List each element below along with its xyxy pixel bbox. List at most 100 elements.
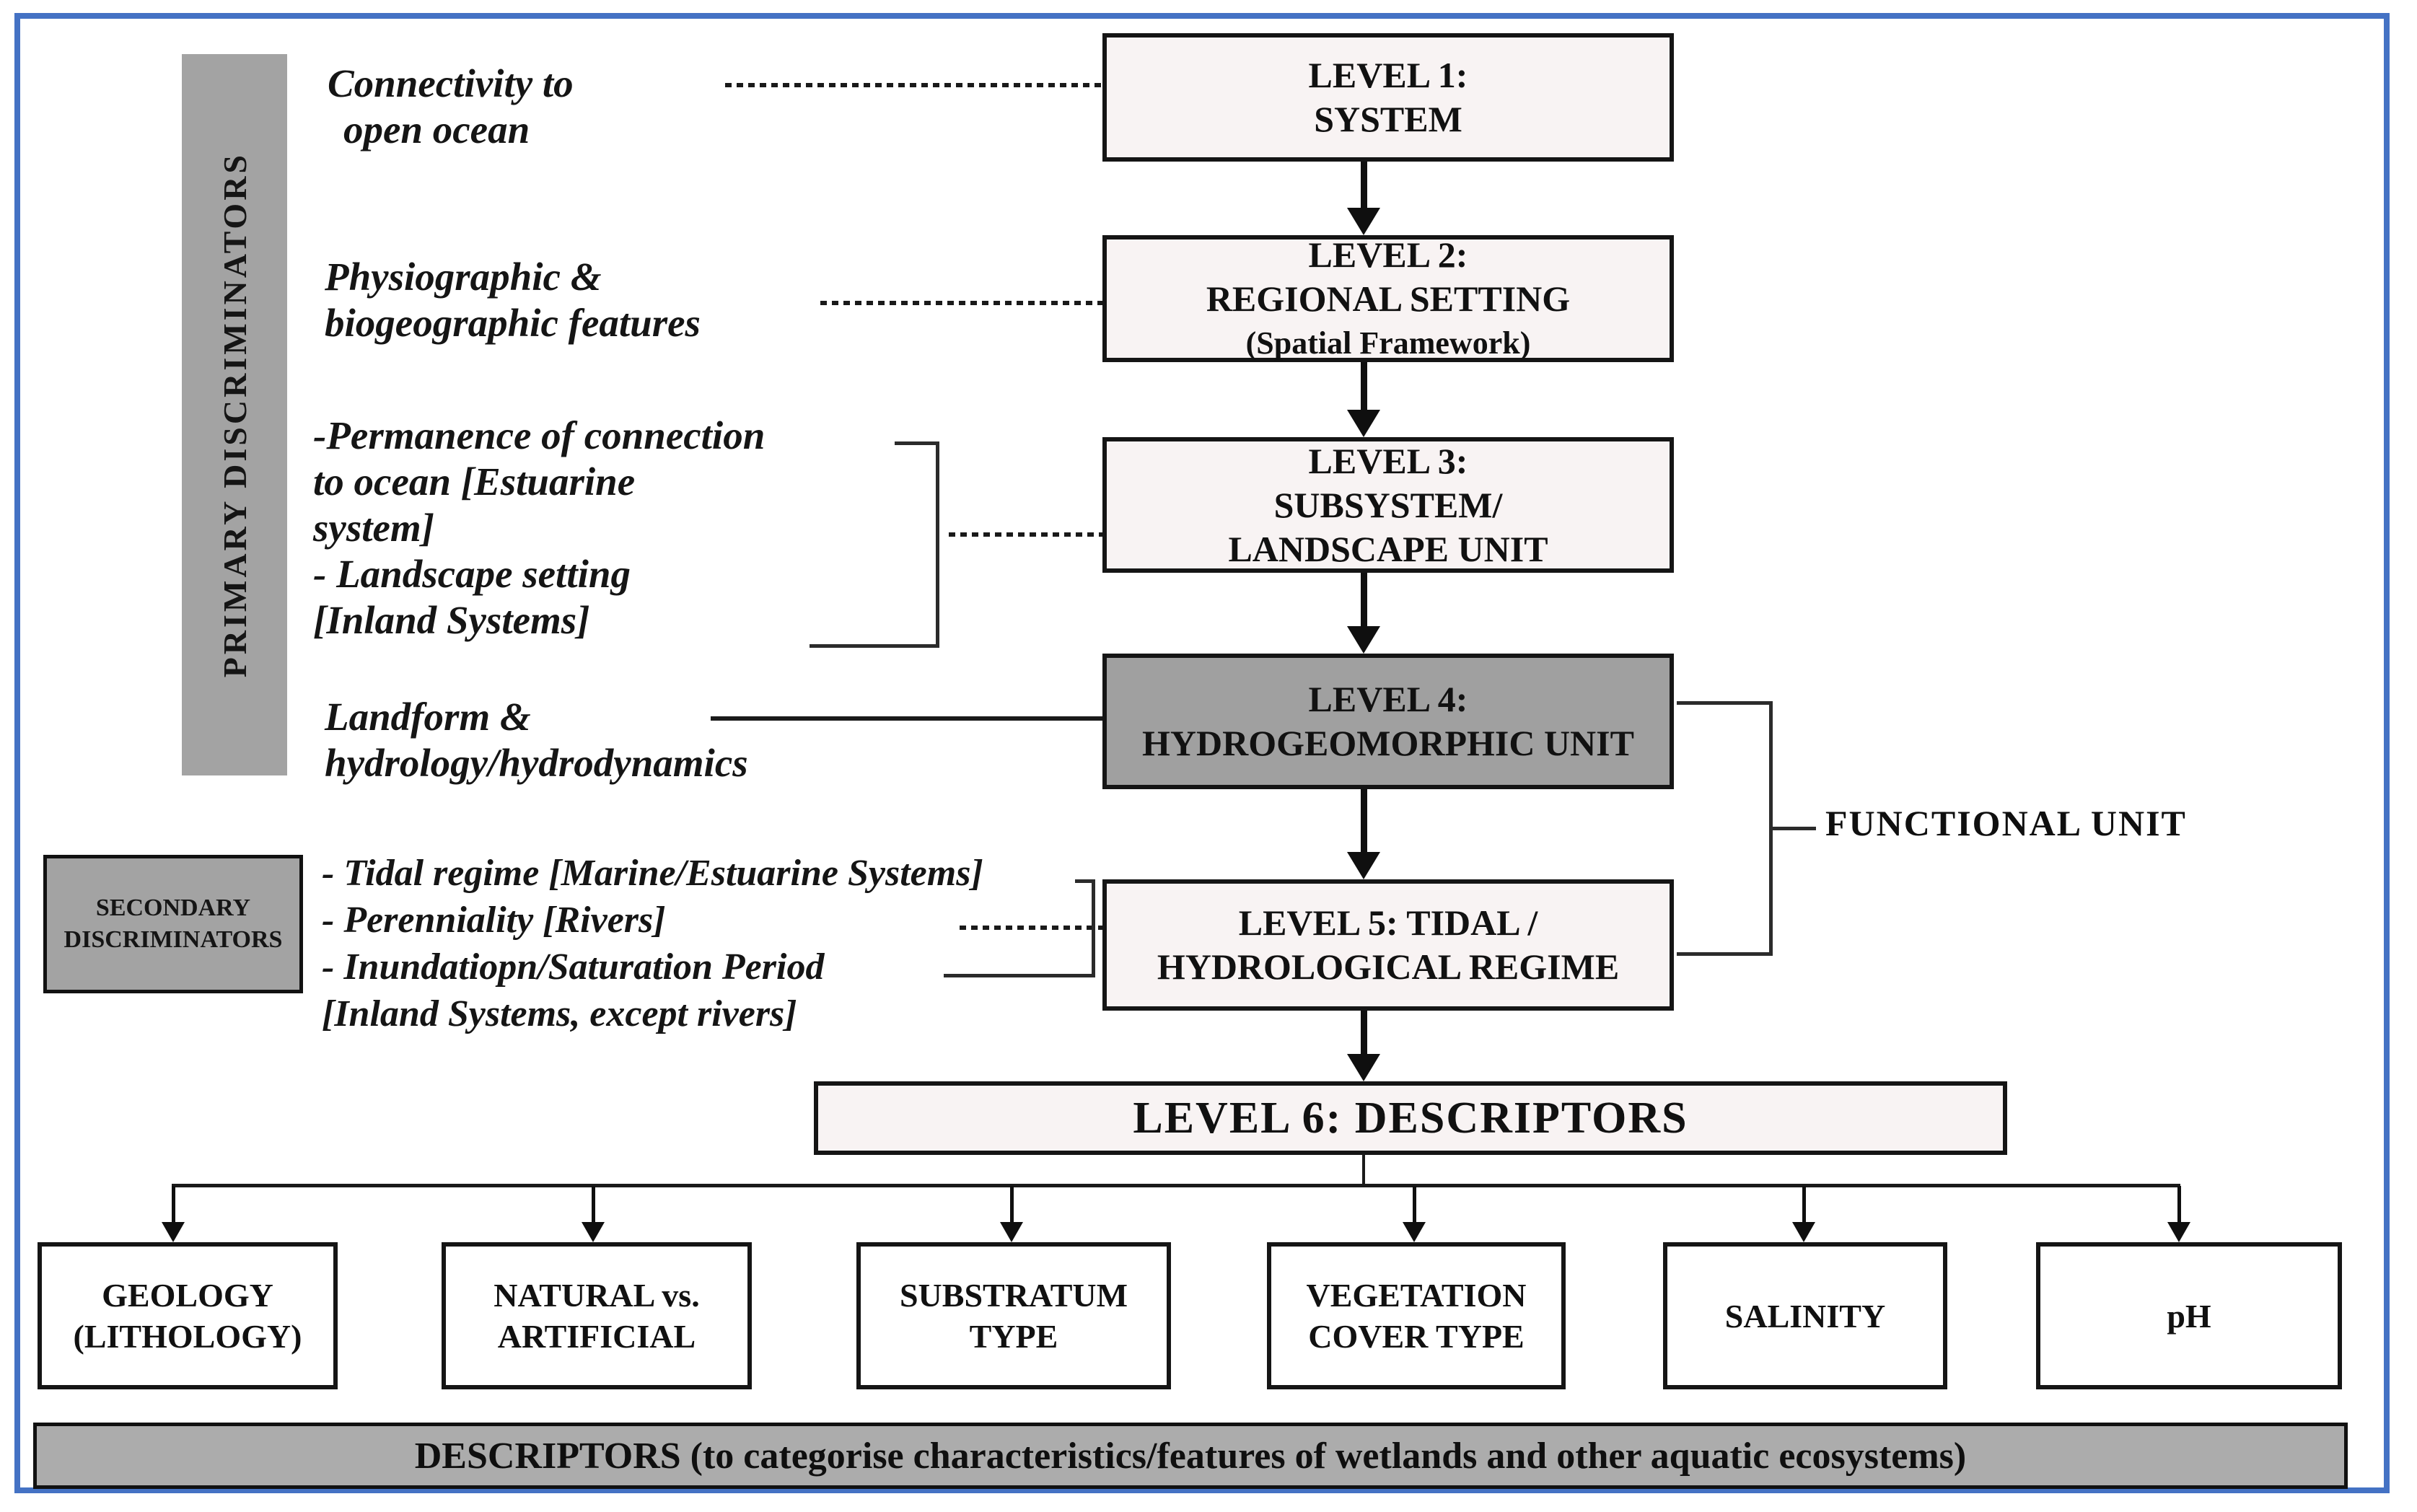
label-connectivity: Connectivity to open ocean [328, 61, 574, 153]
outer-frame [14, 13, 2390, 1493]
connector-solid-level4 [711, 716, 1104, 721]
descriptor-label: GEOLOGY [102, 1277, 273, 1314]
level-4-label: HYDROGEOMORPHIC UNIT [1142, 723, 1634, 763]
arrow-down-icon [1792, 1186, 1815, 1242]
descriptor-label: (LITHOLOGY) [73, 1318, 302, 1355]
bracket-level5-vertical [1092, 879, 1095, 977]
bullet-line: [Inland Systems, except rivers] [322, 993, 797, 1034]
level-3-label: SUBSYSTEM/ [1273, 484, 1503, 525]
label-secondary-bullets: - Tidal regime [Marine/Estuarine Systems… [322, 850, 983, 1037]
descriptor-label: ARTIFICIAL [497, 1318, 696, 1355]
functional-unit-bracket-dash [1771, 827, 1816, 830]
connector-dotted-level5 [960, 926, 1102, 930]
arrowhead-icon [1347, 852, 1380, 879]
arrowhead-icon [1347, 208, 1380, 235]
label-line: [Inland Systems] [313, 598, 590, 642]
arrow-shaft [591, 1186, 595, 1222]
functional-unit-bracket-bottom [1677, 952, 1772, 956]
arrowhead-icon [1347, 1054, 1380, 1081]
descriptors-footer-bar: DESCRIPTORS (to categorise characteristi… [33, 1423, 2348, 1489]
bullet-line: - Inundatiopn/Saturation Period [322, 946, 825, 988]
arrow-shaft [1802, 1186, 1806, 1222]
label-line: hydrology/hydrodynamics [325, 741, 748, 785]
label-line: system] [313, 506, 435, 550]
descriptor-box-substratum: SUBSTRATUM TYPE [856, 1242, 1171, 1389]
label-line: biogeographic features [325, 301, 701, 345]
arrow-shaft [1009, 1186, 1014, 1222]
level-5-box: LEVEL 5: TIDAL / HYDROLOGICAL REGIME [1102, 879, 1674, 1011]
bracket-level3-vertical [936, 441, 939, 648]
arrow-shaft [1360, 362, 1367, 410]
arrow-down-icon [1347, 789, 1380, 879]
arrow-shaft [1360, 1011, 1367, 1054]
arrow-shaft [2177, 1186, 2181, 1222]
descriptor-label: VEGETATION [1306, 1277, 1527, 1314]
bracket-level3-top [895, 441, 939, 445]
descriptor-label: SUBSTRATUM [899, 1277, 1128, 1314]
level-3-label: LANDSCAPE UNIT [1228, 528, 1548, 569]
descriptor-box-geology: GEOLOGY (LITHOLOGY) [38, 1242, 338, 1389]
arrow-down-icon [1347, 1011, 1380, 1081]
level-4-box: LEVEL 4: HYDROGEOMORPHIC UNIT [1102, 654, 1674, 789]
label-line: open ocean [343, 107, 530, 151]
arrowhead-icon [1403, 1222, 1426, 1242]
label-landform: Landform & hydrology/hydrodynamics [325, 694, 748, 786]
level-3-label: LEVEL 3: [1308, 440, 1468, 481]
label-permanence: -Permanence of connection to ocean [Estu… [313, 413, 765, 643]
bullet-line: - Perenniality [Rivers] [322, 900, 666, 941]
bracket-level5-top [1075, 879, 1095, 883]
arrow-shaft [1360, 789, 1367, 852]
descriptor-label: SALINITY [1724, 1297, 1886, 1335]
label-physiographic: Physiographic & biogeographic features [325, 254, 701, 346]
functional-unit-bracket-top [1677, 701, 1772, 705]
label-line: - Landscape setting [313, 552, 631, 596]
connector-dotted-level2 [820, 301, 1102, 305]
descriptor-label: COVER TYPE [1308, 1318, 1525, 1355]
arrowhead-icon [1000, 1222, 1023, 1242]
arrow-shaft [1360, 573, 1367, 626]
arrow-down-icon [582, 1186, 605, 1242]
arrow-shaft [171, 1186, 175, 1222]
connector-dotted-level3 [949, 532, 1102, 537]
level-5-label: HYDROLOGICAL REGIME [1157, 946, 1620, 987]
descriptor-box-natural-artificial: NATURAL vs. ARTIFICIAL [442, 1242, 752, 1389]
arrowhead-icon [162, 1222, 185, 1242]
descriptor-label: pH [2167, 1297, 2211, 1335]
level-1-box: LEVEL 1: SYSTEM [1102, 33, 1674, 162]
label-line: Connectivity to [328, 61, 574, 105]
level-4-label: LEVEL 4: [1308, 679, 1468, 719]
arrow-down-icon [1403, 1186, 1426, 1242]
arrowhead-icon [1792, 1222, 1815, 1242]
primary-discriminators-bar: PRIMARY DISCRIMINATORS [182, 54, 287, 775]
arrow-shaft [1412, 1186, 1416, 1222]
level-1-label: LEVEL 1: [1308, 55, 1468, 95]
label-line: to ocean [Estuarine [313, 460, 636, 504]
arrowhead-icon [1347, 410, 1380, 437]
bracket-level3-bottom [810, 644, 939, 648]
bullet-line: - Tidal regime [Marine/Estuarine Systems… [322, 853, 983, 894]
label-line: -Permanence of connection [313, 413, 766, 457]
arrowhead-icon [2167, 1222, 2190, 1242]
descriptor-label: TYPE [969, 1318, 1058, 1355]
label-line: Landform & [325, 695, 531, 739]
arrow-down-icon [2167, 1186, 2190, 1242]
bracket-level5-bottom [944, 974, 1095, 977]
level-1-label: SYSTEM [1314, 99, 1462, 139]
arrow-down-icon [162, 1186, 185, 1242]
arrow-down-icon [1347, 573, 1380, 654]
level-3-box: LEVEL 3: SUBSYSTEM/ LANDSCAPE UNIT [1102, 437, 1674, 573]
level-6-box: LEVEL 6: DESCRIPTORS [814, 1081, 2007, 1155]
secondary-label-line: DISCRIMINATORS [63, 926, 283, 953]
level-5-label: LEVEL 5: TIDAL / [1238, 902, 1538, 943]
arrowhead-icon [582, 1222, 605, 1242]
level-2-box: LEVEL 2: REGIONAL SETTING (Spatial Frame… [1102, 234, 1674, 362]
primary-discriminators-label: PRIMARY DISCRIMINATORS [216, 151, 253, 678]
level-6-label: LEVEL 6: DESCRIPTORS [1133, 1093, 1688, 1143]
branch-horizontal-line [172, 1184, 2180, 1187]
branch-trunk-line [1362, 1153, 1365, 1187]
secondary-discriminators-box: SECONDARY DISCRIMINATORS [43, 855, 303, 993]
level-2-label: (Spatial Framework) [1245, 325, 1531, 361]
level-2-label: REGIONAL SETTING [1206, 278, 1571, 319]
level-2-label: LEVEL 2: [1308, 234, 1468, 275]
